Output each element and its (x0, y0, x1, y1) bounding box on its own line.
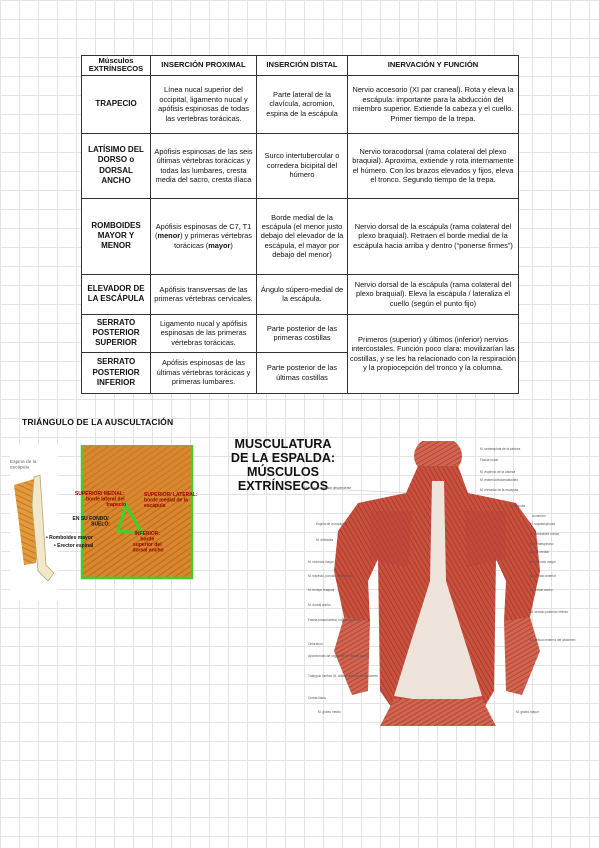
muscle-name: TRAPECIO (81, 74, 151, 134)
proximal-insertion: Ligamento nucal y apófisis espinosas de … (150, 313, 257, 353)
svg-text:M. dorsal ancho: M. dorsal ancho (308, 603, 331, 607)
table-row: LATÍSIMO DEL DORSO o DORSAL ANCHO Apófis… (81, 132, 519, 199)
proximal-insertion: Apófisis transversas de las primeras vér… (150, 273, 257, 315)
muscle-name: ELEVADOR DE LA ESCÁPULA (81, 273, 151, 315)
innervation-function: Nervio accesorio (XI par craneal). Rota … (347, 74, 519, 134)
back-body (334, 441, 540, 726)
svg-text:M. serrato anterior: M. serrato anterior (530, 574, 557, 578)
distal-insertion: Parte posterior de las últimas costillas (256, 351, 348, 394)
distal-insertion: Surco intertubercular o corredera bicipi… (256, 132, 348, 199)
svg-text:M. supraespinoso: M. supraespinoso (530, 522, 555, 526)
svg-text:M. esternocleidomastoideo: M. esternocleidomastoideo (480, 478, 518, 482)
back-musculature-title: MUSCULATURA DE LA ESPALDA: MÚSCULOS EXTR… (230, 437, 336, 493)
svg-text:M. glúteo mayor: M. glúteo mayor (516, 710, 540, 714)
svg-text:M. infraespinoso: M. infraespinoso (530, 542, 554, 546)
header-distal: INSERCIÓN DISTAL (256, 55, 348, 76)
svg-text:Triángulo lumbar, M. oblicuo i: Triángulo lumbar, M. oblicuo interno del… (308, 674, 378, 678)
floor-items: • Romboides mayor • Erector espinal (46, 535, 94, 549)
innervation-function: Nervio dorsal de la escápula (rama colat… (347, 197, 519, 275)
svg-text:Acromion: Acromion (532, 514, 546, 518)
svg-text:M. oblicuo externo del abdomen: M. oblicuo externo del abdomen (530, 638, 576, 642)
innervation-function: Primeros (superior) y últimos (inferior)… (347, 313, 519, 394)
svg-text:M. dorsal ancho: M. dorsal ancho (530, 588, 553, 592)
left-anatomy-labels: M. trapecio, porción descendente Espina … (304, 486, 409, 714)
svg-text:M. redondo mayor: M. redondo mayor (530, 560, 557, 564)
svg-text:M. elevador de la escápula: M. elevador de la escápula (480, 488, 518, 492)
superior-lateral-label: SUPERIOR/ LATERAL: borde medial de la es… (144, 492, 199, 509)
svg-text:M. romboides menor: M. romboides menor (530, 532, 560, 536)
table-row: TRAPECIO Línea nucal superior del occipi… (81, 74, 519, 134)
proximal-insertion: Línea nucal superior del occipital, liga… (150, 74, 257, 134)
auscultation-title: TRIÁNGULO DE LA AUSCULTACIÓN (22, 417, 174, 427)
svg-text:M. esplenio de la cabeza: M. esplenio de la cabeza (480, 470, 515, 474)
svg-text:M. glúteo medio: M. glúteo medio (318, 710, 341, 714)
proximal-insertion: Apófisis espinosas de las seis últimas v… (150, 132, 257, 199)
auscultation-triangle (116, 501, 145, 535)
muscle-name: SERRATO POSTERIOR SUPERIOR (81, 313, 151, 353)
svg-text:Cresta ilíaca: Cresta ilíaca (308, 696, 326, 700)
humerus-bone (31, 474, 55, 582)
distal-insertion: Ángulo súpero-medial de la escápula. (256, 273, 348, 315)
table-row: ELEVADOR DE LA ESCÁPULA Apófisis transve… (81, 273, 519, 315)
svg-text:M. deltoides: M. deltoides (316, 538, 334, 542)
auscultation-figure: Espina de la escápula SUPERIOR/ MEDIAL: … (10, 445, 199, 601)
header-muscles: Músculos EXTRÍNSECOS (81, 55, 151, 76)
table-row: ROMBOIDES MAYOR Y MENOR Apófisis espinos… (81, 197, 519, 275)
triangle-highlight-box (80, 445, 194, 580)
svg-text:Fascia nucal: Fascia nucal (480, 458, 498, 462)
innervation-function: Nervio dorsal de la escápula (rama colat… (347, 273, 519, 315)
svg-text:M. tríceps braquial: M. tríceps braquial (308, 588, 335, 592)
distal-insertion: Parte lateral de la clavícula, acromion,… (256, 74, 348, 134)
svg-text:Borde medial: Borde medial (530, 550, 549, 554)
distal-insertion: Parte posterior de las primeras costilla… (256, 313, 348, 353)
muscle-name: SERRATO POSTERIOR INFERIOR (81, 351, 151, 394)
right-anatomy-labels: M. semiespinal de la cabeza Fascia nucal… (480, 447, 576, 714)
table-header-row: Músculos EXTRÍNSECOS INSERCIÓN PROXIMAL … (81, 55, 519, 76)
innervation-function: Nervio toracodorsal (rama colateral del … (347, 132, 519, 199)
scapula-spine-label: Espina de la escápula (10, 459, 38, 471)
table-row: SERRATO POSTERIOR INFERIOR Apófisis espi… (81, 351, 519, 394)
back-anatomy-figure: M. trapecio, porción descendente Espina … (304, 441, 576, 726)
header-function: INERVACIÓN Y FUNCIÓN (347, 55, 519, 76)
svg-text:M. trapecio, porción ascendent: M. trapecio, porción ascendente (308, 574, 354, 578)
header-proximal: INSERCIÓN PROXIMAL (150, 55, 257, 76)
svg-text:M. serrato posterior inferior: M. serrato posterior inferior (530, 610, 569, 614)
muscle-name: LATÍSIMO DEL DORSO o DORSAL ANCHO (81, 132, 151, 199)
svg-text:Espina de la escápula: Espina de la escápula (316, 522, 347, 526)
svg-text:M. semiespinal de la cabeza: M. semiespinal de la cabeza (480, 447, 520, 451)
distal-insertion: Borde medial de la escápula (el menor ju… (256, 197, 348, 275)
svg-text:M. redondo mayor: M. redondo mayor (308, 560, 335, 564)
svg-text:Aponeurosis de origen del M. d: Aponeurosis de origen del M. dorsal anch… (308, 654, 369, 658)
floor-label: EN SU FONDO/ SUELO: (72, 516, 110, 528)
superior-medial-label: SUPERIOR/ MEDIAL: borde lateral del trap… (75, 491, 126, 508)
proximal-insertion: Apófisis espinosas de C7, T1 (menor) y p… (150, 197, 257, 275)
muscle-name: ROMBOIDES MAYOR Y MENOR (81, 197, 151, 275)
svg-text:Olécranon: Olécranon (308, 642, 323, 646)
svg-text:Fascia toracolumbar, hoja supe: Fascia toracolumbar, hoja superficial (308, 618, 360, 622)
svg-text:M. trapecio, porción descenden: M. trapecio, porción descendente (304, 486, 351, 490)
svg-text:Clavícula: Clavícula (512, 504, 525, 508)
proximal-insertion: Apófisis espinosas de las últimas vérteb… (150, 351, 257, 394)
inferior-label: INFERIOR: borde superior del dorsal anch… (132, 531, 163, 554)
muscle-table: Músculos EXTRÍNSECOS INSERCIÓN PROXIMAL … (81, 55, 519, 394)
table-row: SERRATO POSTERIOR SUPERIOR Ligamento nuc… (81, 313, 519, 394)
